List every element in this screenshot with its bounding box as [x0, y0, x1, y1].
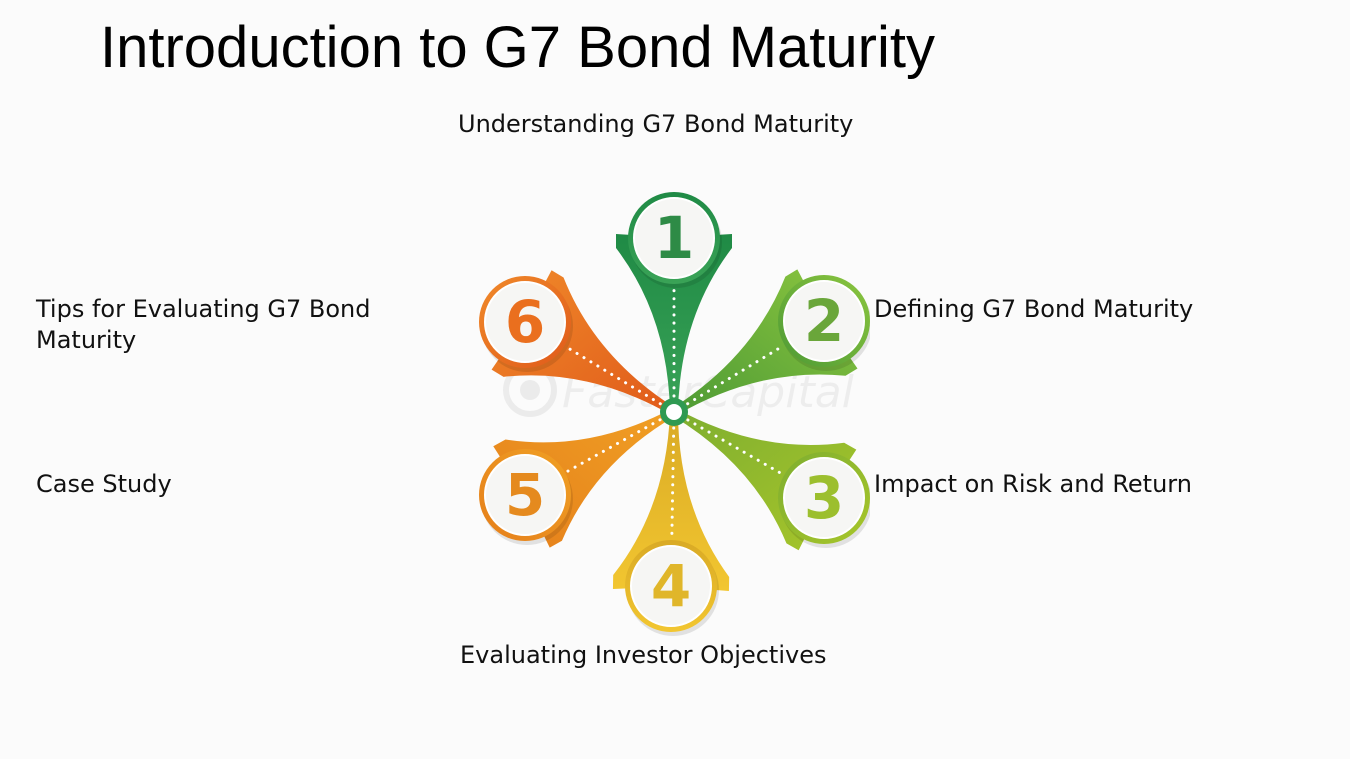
badge-number-2: 2: [804, 287, 844, 355]
item-label-2: Defining G7 Bond Maturity: [874, 295, 1194, 323]
badge-number-5: 5: [505, 461, 545, 529]
dotted-connector-2: [686, 344, 785, 406]
number-badge-4: 4: [625, 540, 719, 636]
item-label-6: Tips for Evaluating G7 Bond Maturity: [36, 295, 371, 354]
item-label-5: Case Study: [36, 470, 172, 498]
badge-number-4: 4: [651, 552, 691, 620]
number-badge-5: 5: [479, 449, 573, 545]
center-hub-inner: [666, 404, 682, 420]
slide-title: Introduction to G7 Bond Maturity: [100, 15, 935, 80]
badge-number-6: 6: [505, 288, 545, 356]
item-label-3: Impact on Risk and Return: [874, 470, 1192, 498]
number-badge-2: 2: [778, 275, 870, 371]
badge-number-3: 3: [804, 464, 844, 532]
six-step-flower-diagram: 1 2 3 4 5 6: [479, 192, 870, 636]
number-badge-3: 3: [778, 452, 870, 548]
dotted-connector-5: [565, 418, 662, 474]
item-label-4: Evaluating Investor Objectives: [460, 641, 827, 669]
number-badge-1: 1: [628, 192, 722, 288]
item-label-1: Understanding G7 Bond Maturity: [458, 110, 854, 138]
badge-number-1: 1: [654, 204, 694, 272]
number-badge-6: 6: [479, 276, 573, 372]
